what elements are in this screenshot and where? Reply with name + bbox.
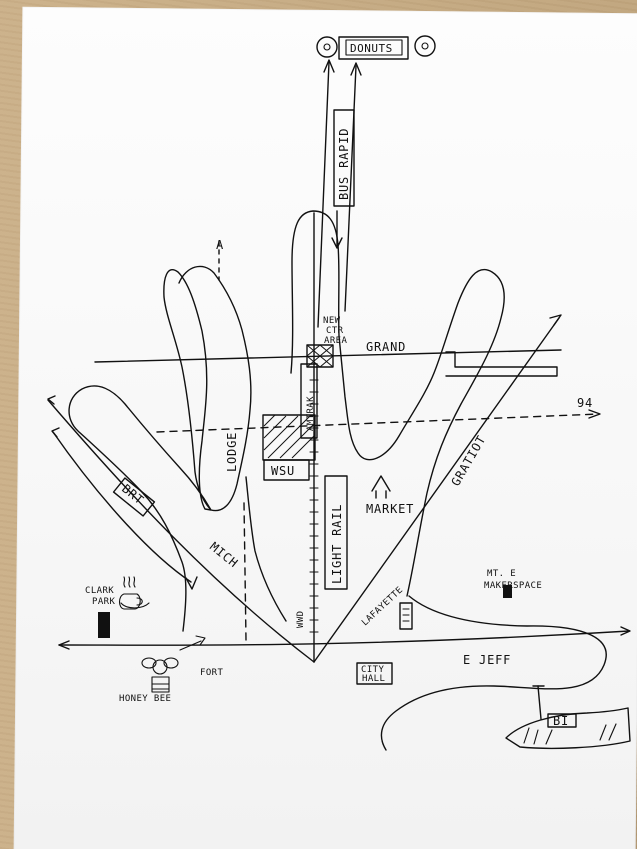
honey-bee-pointer-head <box>195 635 206 646</box>
coffee-cup-handle <box>136 597 143 606</box>
bus-rapid-arrow-head <box>331 237 343 249</box>
wsu-hatch-line <box>263 414 276 427</box>
wsu-hatch-line <box>291 435 315 459</box>
bus-rapid-label: BUS RAPID <box>337 128 351 200</box>
donut-icon <box>316 36 338 58</box>
coffee-cup-body <box>118 593 141 610</box>
donut-shop: DONUTS <box>316 35 436 60</box>
bus-rapid-line-right <box>344 65 357 312</box>
makerspace-marker <box>503 585 512 598</box>
grand-road <box>94 349 562 363</box>
belle-isle-tree <box>608 723 617 741</box>
new-center-area-hatch <box>319 355 334 368</box>
coffee-cup-saucer <box>120 602 150 609</box>
wsu-hatch-line <box>279 423 315 459</box>
bee-head <box>152 659 168 675</box>
market-arrow-icon <box>371 475 391 492</box>
donut-label-box <box>338 36 409 60</box>
new-center-area-hatch <box>306 355 321 368</box>
honey-bee-pointer <box>179 640 202 651</box>
market-label: MARKET <box>366 502 414 516</box>
route-94-road <box>156 413 600 433</box>
wsu-hatch-line <box>267 415 311 459</box>
light-rail-label: LIGHT RAIL <box>330 504 344 584</box>
bi-label-box <box>547 713 577 728</box>
coffee-steam <box>133 576 136 588</box>
city-label: CITY <box>361 665 384 675</box>
light-rail-box <box>324 475 348 590</box>
grand-extension-box <box>445 351 558 377</box>
amtrak-box <box>300 363 318 439</box>
mt-e-label: MT. E <box>487 569 516 579</box>
belle-isle-tree <box>523 727 530 744</box>
makerspace-label: MAKERSPACE <box>484 581 542 591</box>
bus-rapid-box <box>333 109 355 207</box>
park-label: PARK <box>92 597 115 607</box>
belle-isle-tree <box>599 724 607 741</box>
woodward-label: WWD <box>296 611 306 628</box>
gratiot-label: GRATIOT <box>448 433 488 489</box>
route-94-label: 94 <box>577 396 593 410</box>
jeff-left-arrow-head <box>58 640 70 650</box>
bee-wing-right <box>163 657 179 669</box>
fort-label: FORT <box>200 668 223 678</box>
lodge-road <box>243 502 247 641</box>
hand-outline <box>68 210 607 751</box>
e-jeff-label: E JEFF <box>463 653 511 667</box>
jeff-road <box>58 630 630 646</box>
hall-label: HALL <box>362 674 385 684</box>
lighthouse-icon <box>537 685 542 720</box>
new-center-area-hatch <box>319 344 334 357</box>
woodward-ticks <box>309 379 319 645</box>
wsu-label-box <box>263 459 310 481</box>
belle-isle-shape <box>505 707 631 750</box>
building-icon <box>399 602 413 630</box>
coffee-steam <box>128 576 131 588</box>
area-label: AREA <box>324 336 347 346</box>
amtrak-label: AMTRAK <box>306 396 316 431</box>
belle-isle-tree <box>545 729 553 745</box>
grand-label: GRAND <box>366 340 406 354</box>
wsu-label: WSU <box>271 464 295 478</box>
bus-rapid-top-right-arrow <box>350 62 362 76</box>
bus-rapid-top-left-arrow <box>323 59 335 73</box>
coffee-cup-icon <box>118 576 150 610</box>
bus-rapid-line-left <box>317 61 330 328</box>
coffee-steam <box>123 576 126 588</box>
a-label: A <box>216 238 224 252</box>
donut-hole-left <box>323 43 331 51</box>
brt-arrow-head <box>51 427 60 438</box>
new-label: NEW <box>323 316 341 326</box>
brt-route <box>52 431 192 583</box>
belle-isle-tree <box>533 729 539 745</box>
route-94-arrow-head <box>588 409 601 419</box>
bee-wing-left <box>141 657 157 669</box>
bee-icon <box>141 657 179 693</box>
donut-label-inner-box <box>345 39 403 56</box>
donut-icon <box>414 35 436 57</box>
honey-bee-label: HONEY BEE <box>119 694 171 704</box>
city-hall-box <box>356 662 393 685</box>
lafayette-label: LAFAYETTE <box>360 585 405 628</box>
wsu-hatch-line <box>263 415 287 439</box>
brt-arrow-head-lower <box>185 576 198 590</box>
bi-label: BI <box>553 714 569 728</box>
clark-label: CLARK <box>85 586 114 596</box>
mich-label: MICH <box>207 539 241 570</box>
jeff-arrow-head <box>620 626 631 636</box>
clark-park-marker <box>98 612 110 638</box>
gratiot-arrow-head <box>549 314 562 326</box>
new-center-area-hatch <box>306 344 321 357</box>
lodge-label: LODGE <box>225 432 239 472</box>
gratiot-road <box>313 317 560 663</box>
wsu-hatch-line <box>263 415 299 451</box>
ctr-label: CTR <box>326 326 344 336</box>
donuts-label: DONUTS <box>350 42 393 55</box>
michigan-arrow-head <box>47 395 56 405</box>
michigan-road <box>47 399 315 663</box>
brt-box <box>112 477 156 517</box>
donut-hole-right <box>421 42 429 50</box>
